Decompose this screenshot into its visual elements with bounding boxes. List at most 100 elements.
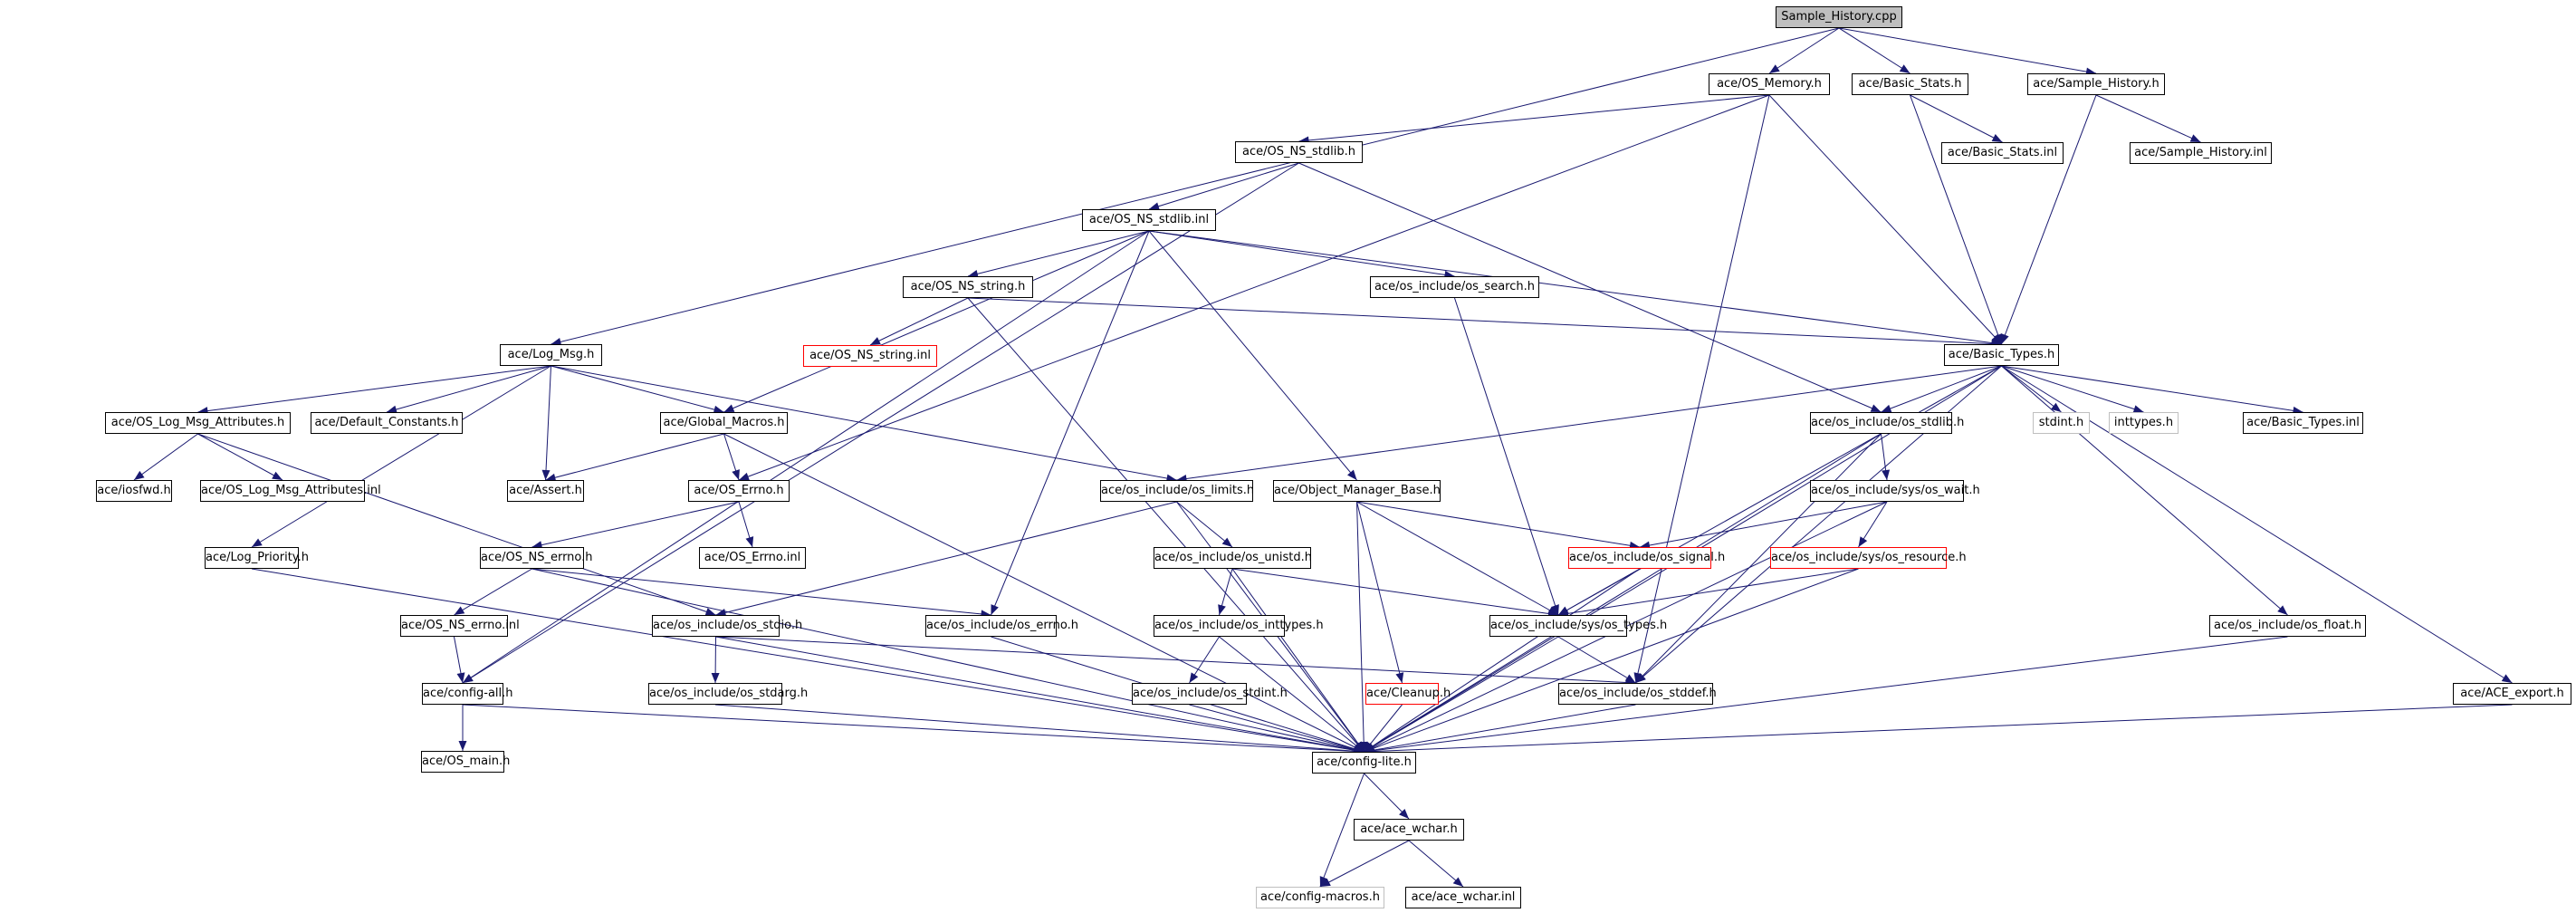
arrowhead-icon xyxy=(1189,672,1199,683)
edge-sample_history_h-to-sample_history_inl xyxy=(2095,94,2201,143)
edge-os_ns_string_h-to-config_lite_h xyxy=(967,297,1365,753)
graph-node-os-search-h[interactable]: ace/os_include/os_search.h xyxy=(1370,276,1539,298)
edge-basic_types_h-to-basic_types_inl xyxy=(2001,365,2303,413)
arrowhead-icon xyxy=(541,469,551,480)
graph-node-os-errno-inl[interactable]: ace/OS_Errno.inl xyxy=(699,547,806,569)
graph-node-log-msg-h[interactable]: ace/Log_Msg.h xyxy=(500,344,602,366)
graph-node-os-wait-h[interactable]: ace/os_include/sys/os_wait.h xyxy=(1810,480,1980,502)
arrowhead-icon xyxy=(2051,402,2062,412)
edge-os_stdio_h-to-os_stddef_h xyxy=(715,636,1636,684)
arrowhead-icon xyxy=(1624,674,1636,683)
graph-node-os-ns-string-h[interactable]: ace/OS_NS_string.h xyxy=(903,276,1033,298)
graph-node-basic-types-h[interactable]: ace/Basic_Types.h xyxy=(1944,344,2059,366)
edge-os_stddef_h-to-config_lite_h xyxy=(1364,704,1636,753)
graph-node-assert-h[interactable]: ace/Assert.h xyxy=(507,480,584,502)
graph-node-sample-history-inl[interactable]: ace/Sample_History.inl xyxy=(2130,142,2272,164)
edge-global_macros_h-to-config_lite_h xyxy=(723,433,1365,753)
edge-os_types_h-to-os_stddef_h xyxy=(1557,636,1636,684)
edge-global_macros_h-to-assert_h xyxy=(545,433,724,481)
edge-os_stdint_h-to-config_lite_h xyxy=(1189,704,1365,753)
edge-basic_stats_h-to-basic_types_h xyxy=(1910,94,2002,345)
edge-config_all_h-to-config_lite_h xyxy=(462,704,1365,753)
edge-ace_export_h-to-config_lite_h xyxy=(1364,704,2513,753)
edge-log_priority_h-to-config_lite_h xyxy=(251,568,1365,753)
graph-node-os-stddef-h[interactable]: ace/os_include/os_stddef.h xyxy=(1558,683,1717,705)
edge-os_memory_h-to-os_stddef_h xyxy=(1635,94,1770,684)
graph-node-basic-types-inl[interactable]: ace/Basic_Types.inl xyxy=(2243,412,2363,434)
graph-node-inttypes-h[interactable]: inttypes.h xyxy=(2109,412,2179,434)
arrowhead-icon xyxy=(870,337,881,345)
graph-node-os-stdio-h[interactable]: ace/os_include/os_stdio.h xyxy=(652,615,802,637)
arrowhead-icon xyxy=(713,405,724,414)
edge-os_stdio_h-to-config_lite_h xyxy=(715,636,1365,753)
graph-node-os-errno-h-inc[interactable]: ace/os_include/os_errno.h xyxy=(925,615,1078,637)
graph-node-os-inttypes-h[interactable]: ace/os_include/os_inttypes.h xyxy=(1154,615,1324,637)
graph-node-os-limits-h[interactable]: ace/os_include/os_limits.h xyxy=(1100,480,1254,502)
edge-os_ns_stdlib_inl-to-basic_types_h xyxy=(1148,230,2002,345)
graph-node-os-stdlib-h[interactable]: ace/os_include/os_stdlib.h xyxy=(1810,412,1964,434)
graph-node-os-signal-h[interactable]: ace/os_include/os_signal.h xyxy=(1568,547,1725,569)
arrowhead-icon xyxy=(387,405,397,414)
graph-node-iosfwd-h[interactable]: ace/iosfwd.h xyxy=(96,480,172,502)
arrowhead-icon xyxy=(1395,672,1404,683)
arrowhead-icon xyxy=(1769,64,1780,73)
graph-node-log-priority-h[interactable]: ace/Log_Priority.h xyxy=(205,547,309,569)
edge-object_manager_base_h-to-config_lite_h xyxy=(1356,501,1365,753)
edge-os_limits_h-to-os_stdio_h xyxy=(715,501,1177,616)
graph-node-ace-wchar-inl[interactable]: ace/ace_wchar.inl xyxy=(1405,887,1521,908)
graph-node-object-manager-base-h[interactable]: ace/Object_Manager_Base.h xyxy=(1273,480,1441,502)
graph-node-sample-history-cpp[interactable]: Sample_History.cpp xyxy=(1776,6,1902,28)
graph-node-os-stdarg-h[interactable]: ace/os_include/os_stdarg.h xyxy=(648,683,808,705)
arrowhead-icon xyxy=(1881,404,1892,413)
graph-node-os-errno-h-ace[interactable]: ace/OS_Errno.h xyxy=(688,480,790,502)
arrowhead-icon xyxy=(723,404,735,412)
graph-node-os-ns-errno-h[interactable]: ace/OS_NS_errno.h xyxy=(480,547,593,569)
graph-node-config-macros-h[interactable]: ace/config-macros.h xyxy=(1256,887,1384,908)
graph-node-os-main-h[interactable]: ace/OS_main.h xyxy=(421,751,510,773)
arrowhead-icon xyxy=(531,541,543,550)
edge-os_ns_errno_h-to-os_errno_h_inc xyxy=(531,568,991,616)
graph-node-config-lite-h[interactable]: ace/config-lite.h xyxy=(1312,752,1416,774)
edge-log_msg_h-to-global_macros_h xyxy=(551,365,724,413)
graph-node-basic-stats-inl[interactable]: ace/Basic_Stats.inl xyxy=(1941,142,2064,164)
graph-node-os-stdint-h[interactable]: ace/os_include/os_stdint.h xyxy=(1132,683,1288,705)
graph-node-os-ns-string-inl[interactable]: ace/OS_NS_string.inl xyxy=(803,345,937,367)
edge-os_ns_stdlib_inl-to-os_search_h xyxy=(1148,230,1455,277)
graph-node-os-memory-h[interactable]: ace/OS_Memory.h xyxy=(1709,73,1830,95)
graph-node-os-log-msg-attr-inl[interactable]: ace/OS_Log_Msg_Attributes.inl xyxy=(200,480,381,502)
edge-os_ns_string_h-to-basic_types_h xyxy=(967,297,2002,345)
arrowhead-icon xyxy=(2001,333,2009,344)
edge-os_signal_h-to-config_lite_h xyxy=(1364,568,1641,753)
graph-node-ace-wchar-h[interactable]: ace/ace_wchar.h xyxy=(1354,819,1464,841)
graph-node-ace-export-h[interactable]: ace/ACE_export.h xyxy=(2453,683,2571,705)
arrowhead-icon xyxy=(991,604,999,615)
edge-os_log_msg_attr_h-to-os_log_msg_attr_inl xyxy=(197,433,283,481)
graph-node-os-ns-stdlib-h[interactable]: ace/OS_NS_stdlib.h xyxy=(1235,141,1363,163)
graph-node-global-macros-h[interactable]: ace/Global_Macros.h xyxy=(660,412,788,434)
edge-object_manager_base_h-to-cleanup_h xyxy=(1356,501,1403,684)
graph-node-basic-stats-h[interactable]: ace/Basic_Stats.h xyxy=(1852,73,1968,95)
edge-sample_history_cpp-to-os_memory_h xyxy=(1768,27,1840,74)
graph-node-os-ns-errno-inl[interactable]: ace/OS_NS_errno.inl xyxy=(400,615,520,637)
arrowhead-icon xyxy=(1899,64,1910,73)
graph-node-sample-history-h[interactable]: ace/Sample_History.h xyxy=(2027,73,2165,95)
arrowhead-icon xyxy=(1870,404,1882,412)
arrowhead-icon xyxy=(2132,405,2144,413)
edge-log_msg_h-to-log_priority_h xyxy=(251,365,551,548)
graph-node-os-log-msg-attr-h[interactable]: ace/OS_Log_Msg_Attributes.h xyxy=(105,412,291,434)
graph-node-os-ns-stdlib-inl[interactable]: ace/OS_NS_stdlib.inl xyxy=(1082,209,1216,231)
graph-node-stdint-h[interactable]: stdint.h xyxy=(2033,412,2090,434)
arrowhead-icon xyxy=(545,473,557,482)
edge-config_lite_h-to-ace_wchar_h xyxy=(1364,773,1410,820)
graph-node-os-float-h[interactable]: ace/os_include/os_float.h xyxy=(2209,615,2366,637)
graph-node-os-resource-h[interactable]: ace/os_include/sys/os_resource.h xyxy=(1770,547,1967,569)
edge-os_unistd_h-to-os_types_h xyxy=(1231,568,1559,616)
edge-sample_history_cpp-to-sample_history_h xyxy=(1838,27,2097,74)
graph-node-cleanup-h[interactable]: ace/Cleanup.h xyxy=(1365,683,1451,705)
graph-node-default-constants-h[interactable]: ace/Default_Constants.h xyxy=(311,412,463,434)
graph-node-os-types-h[interactable]: ace/os_include/sys/os_types.h xyxy=(1489,615,1667,637)
graph-node-os-unistd-h[interactable]: ace/os_include/os_unistd.h xyxy=(1154,547,1312,569)
graph-node-config-all-h[interactable]: ace/config-all.h xyxy=(422,683,513,705)
edge-os_ns_string_h-to-os_ns_string_inl xyxy=(869,297,969,346)
